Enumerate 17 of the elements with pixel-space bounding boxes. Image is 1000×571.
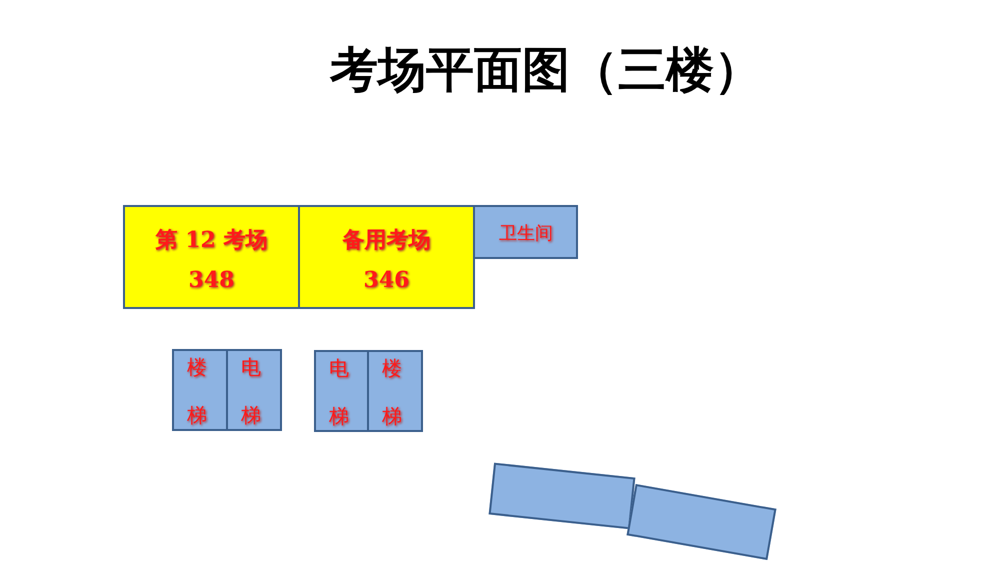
exam-room [298,205,475,309]
room-name: 第 12 考场 [154,226,268,255]
stair-room [226,349,282,431]
room-name: 备用考场 [341,226,432,255]
room-number: 346 [362,267,410,293]
exam-room [123,205,300,309]
stair-room [172,349,228,431]
room-name: 电梯 [240,354,262,429]
stair-room [367,350,423,432]
restroom-room [473,205,578,259]
room-number: 348 [188,267,236,293]
room-name: 电梯 [328,355,350,430]
room-name: 卫生间 [499,222,553,245]
room-name: 楼梯 [381,355,403,430]
room-name: 楼梯 [186,354,208,429]
title: 考场平面图（三楼） [330,41,762,100]
stair-room [314,350,369,432]
